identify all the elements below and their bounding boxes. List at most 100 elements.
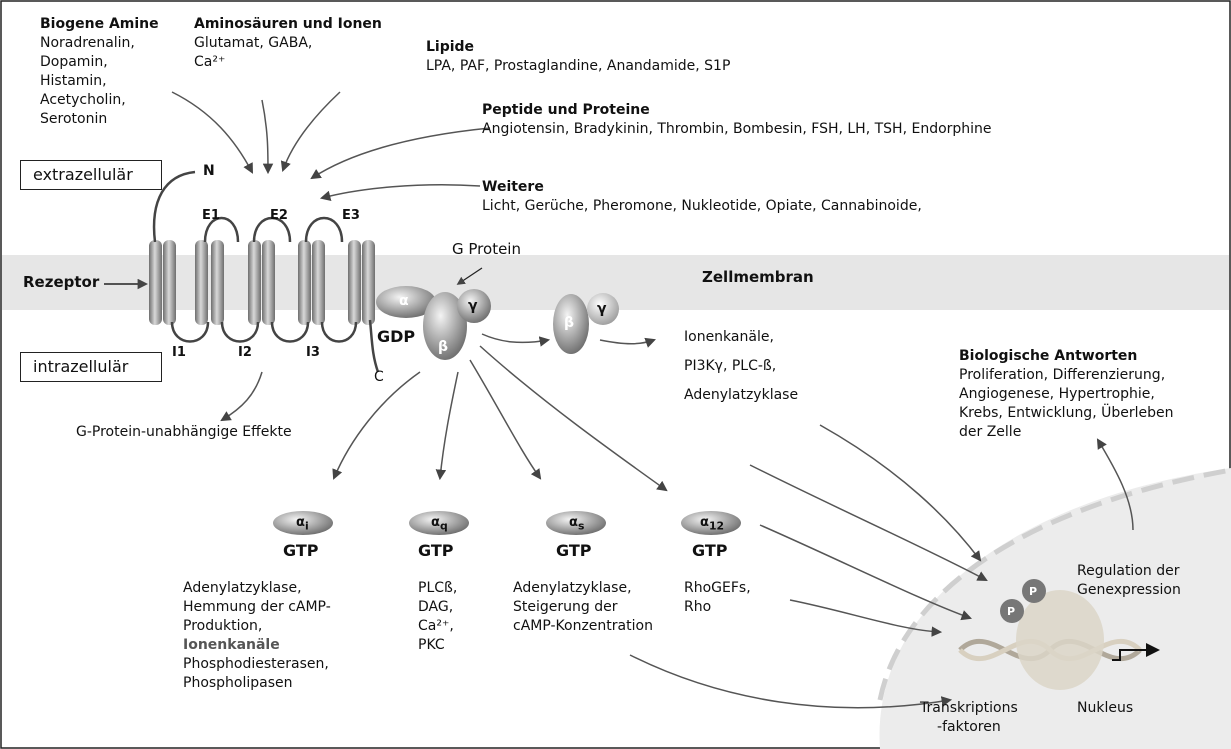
amine-item: Dopamin, xyxy=(40,54,108,70)
beta-symbol: β xyxy=(438,339,449,355)
alpha-12-effects: RhoGEFs, Rho xyxy=(684,579,751,617)
ligand-group-peptides: Peptide und Proteine Angiotensin, Bradyk… xyxy=(482,101,992,139)
effect-line: Ca²⁺, xyxy=(418,618,454,634)
effect-line: Phospholipasen xyxy=(183,675,293,691)
n-terminus-label: N xyxy=(203,163,215,179)
gdp-label: GDP xyxy=(377,327,416,346)
bio-title: Biologische Antworten xyxy=(959,348,1138,364)
loop-i1-label: I1 xyxy=(172,345,186,360)
amine-item: Serotonin xyxy=(40,111,108,127)
g-protein-complex xyxy=(376,286,491,360)
amino-item: Ca²⁺ xyxy=(194,54,226,70)
gamma-symbol: γ xyxy=(468,298,478,314)
regulation-line: Regulation der xyxy=(1077,563,1180,579)
receptor-label: Rezeptor xyxy=(23,273,100,291)
g-protein-pointer xyxy=(456,267,483,285)
ligand-group-others: Weitere Licht, Gerüche, Pheromone, Nukle… xyxy=(482,178,922,216)
transcription-factor-complex xyxy=(1016,590,1104,690)
alpha-s-sub: s xyxy=(577,519,585,533)
regulation-label: Regulation der Genexpression xyxy=(1077,562,1181,600)
effect-line: cAMP-Konzentration xyxy=(513,618,653,634)
ligand-group-amino: Aminosäuren und Ionen Glutamat, GABA, Ca… xyxy=(194,15,382,72)
amine-item: Acetycholin, xyxy=(40,92,126,108)
regulation-line: Genexpression xyxy=(1077,582,1181,598)
bg-effect: Adenylatzyklase xyxy=(684,387,799,403)
loop-e1-label: E1 xyxy=(202,208,220,223)
lipids-text: LPA, PAF, Prostaglandine, Anandamide, S1… xyxy=(426,58,731,74)
loop-e2-label: E2 xyxy=(270,208,288,223)
alpha-s-symbol: αs xyxy=(569,515,585,533)
phosphate-1 xyxy=(1000,599,1024,623)
alpha-q-effects: PLCß, DAG, Ca²⁺, PKC xyxy=(418,579,457,655)
phosphate-2 xyxy=(1022,579,1046,603)
loop-i3-label: I3 xyxy=(306,345,320,360)
amine-item: Histamin, xyxy=(40,73,107,89)
membrane-label: Zellmembran xyxy=(702,268,814,286)
effect-line: RhoGEFs, xyxy=(684,580,751,596)
ligand-arrows xyxy=(171,91,491,201)
alpha-i-sub: i xyxy=(304,519,309,533)
g-protein-label: G Protein xyxy=(452,240,521,258)
effect-line: Adenylatzyklase, xyxy=(183,580,302,596)
amino-item: Glutamat, GABA, xyxy=(194,35,313,51)
transcription-start-arrow xyxy=(1112,649,1150,661)
amino-title: Aminosäuren und Ionen xyxy=(194,16,382,32)
receptor-helices xyxy=(149,240,375,325)
gtp-label-s: GTP xyxy=(556,541,592,560)
alpha-i-symbol: αi xyxy=(296,515,309,533)
lipids-title: Lipide xyxy=(426,39,475,55)
betagamma-effects: Ionenkanäle, PI3Kγ, PLC-ß, Adenylatzykla… xyxy=(684,323,798,410)
gtp-label-12: GTP xyxy=(692,541,728,560)
beta-gamma-dimer xyxy=(553,293,619,354)
phosphate-label: P xyxy=(1007,605,1016,618)
effect-line-highlight: Ionenkanäle xyxy=(183,637,280,653)
loop-e3-label: E3 xyxy=(342,208,360,223)
bg-effect: Ionenkanäle, xyxy=(684,329,774,345)
tf-line: -faktoren xyxy=(937,719,1001,735)
alpha-i-effects: Adenylatzyklase, Hemmung der cAMP- Produ… xyxy=(183,579,331,693)
bg-effect: PI3Kγ, PLC-ß, xyxy=(684,358,777,374)
amines-title: Biogene Amine xyxy=(40,16,159,32)
independent-effects-label: G-Protein-unabhängige Effekte xyxy=(76,424,292,440)
effect-line: Produktion, xyxy=(183,618,263,634)
effect-line: Phosphodiesterasen, xyxy=(183,656,329,672)
alpha-12-sub: 12 xyxy=(708,519,725,533)
peptides-text: Angiotensin, Bradykinin, Thrombin, Bombe… xyxy=(482,121,992,137)
effect-line: Rho xyxy=(684,599,712,615)
nucleus-label: Nukleus xyxy=(1077,700,1134,716)
alpha-symbol: α xyxy=(399,293,409,309)
effect-line: DAG, xyxy=(418,599,454,615)
alpha-subunits xyxy=(273,511,741,535)
nuclear-envelope xyxy=(877,467,1231,701)
gtp-label-q: GTP xyxy=(418,541,454,560)
bio-line: Angiogenese, Hypertrophie, xyxy=(959,386,1155,402)
alpha-q-sub: q xyxy=(439,519,448,533)
gtp-label-i: GTP xyxy=(283,541,319,560)
beta-free-symbol: β xyxy=(564,315,575,331)
effector-arrows xyxy=(220,333,1134,709)
ligand-group-lipids: Lipide LPA, PAF, Prostaglandine, Anandam… xyxy=(426,38,730,76)
others-title: Weitere xyxy=(482,179,544,195)
bio-line: Proliferation, Differenzierung, xyxy=(959,367,1166,383)
effect-line: PKC xyxy=(418,637,445,653)
alpha-12-symbol: α12 xyxy=(700,515,725,533)
alpha-s-effects: Adenylatzyklase, Steigerung der cAMP-Kon… xyxy=(513,579,653,636)
gamma-free-symbol: γ xyxy=(597,301,607,317)
alpha-q-symbol: αq xyxy=(431,515,448,533)
amine-item: Noradrenalin, xyxy=(40,35,135,51)
bio-line: der Zelle xyxy=(959,424,1022,440)
receptor-loops xyxy=(152,170,380,373)
effect-line: Adenylatzyklase, xyxy=(513,580,632,596)
others-text: Licht, Gerüche, Pheromone, Nukleotide, O… xyxy=(482,198,922,214)
loop-i2-label: I2 xyxy=(238,345,252,360)
ligand-group-amines: Biogene Amine Noradrenalin, Dopamin, His… xyxy=(40,15,159,129)
c-terminus-label: C xyxy=(374,369,384,385)
transcription-factor-label: Transkriptions -faktoren xyxy=(920,699,1018,737)
effect-line: Hemmung der cAMP- xyxy=(183,599,331,615)
biological-responses: Biologische Antworten Proliferation, Dif… xyxy=(959,347,1173,442)
intracellular-label: intrazellulär xyxy=(20,352,162,382)
tf-line: Transkriptions xyxy=(920,700,1018,716)
